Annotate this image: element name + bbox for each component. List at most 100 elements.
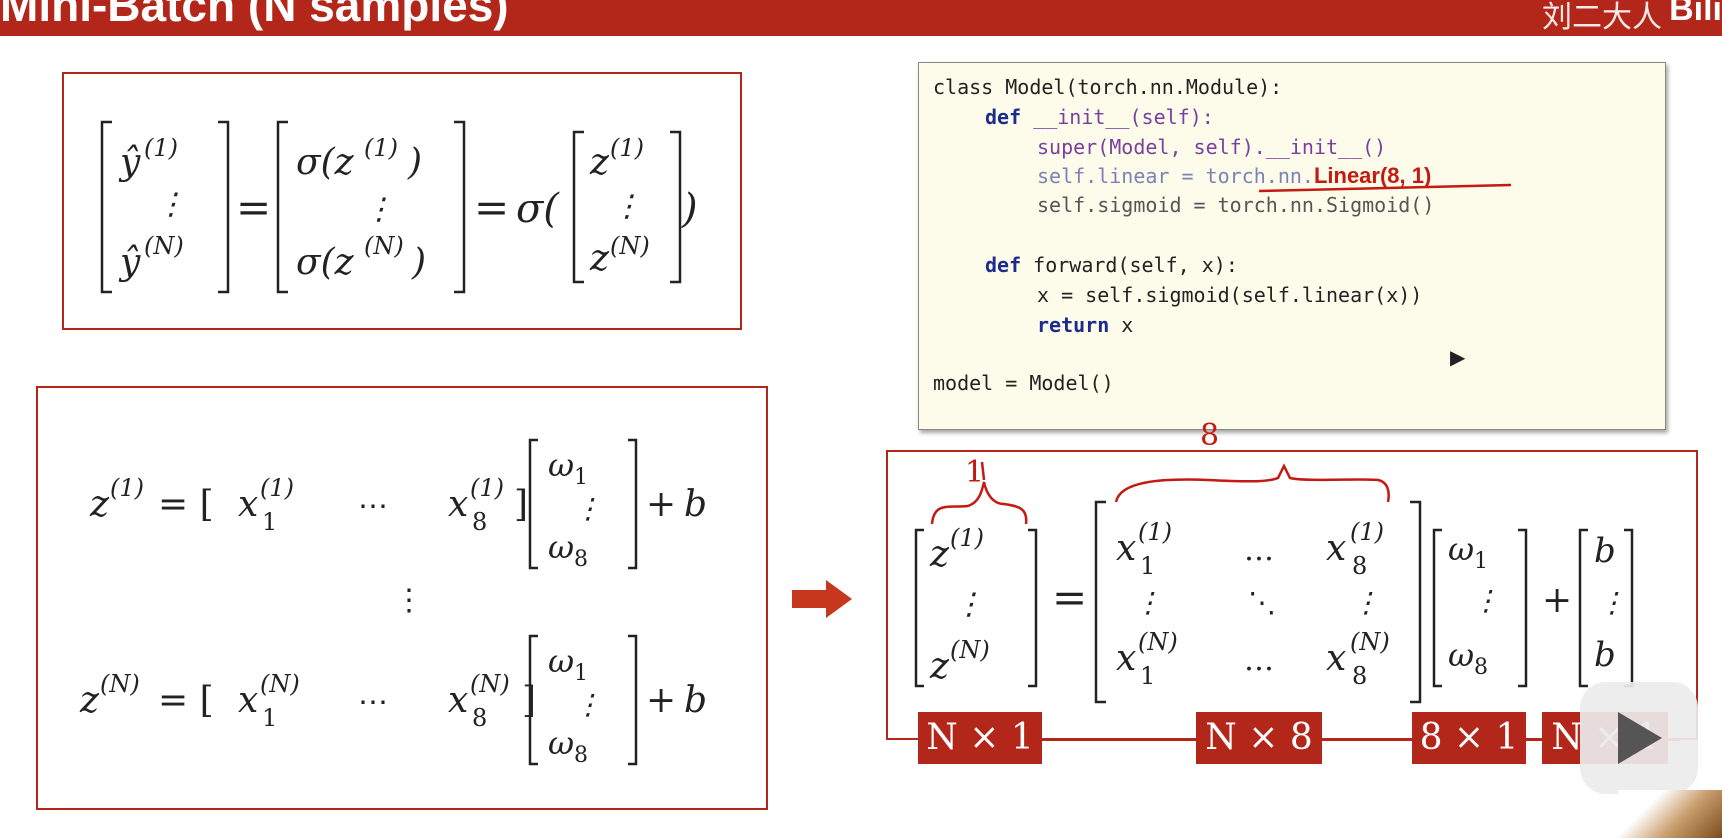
svg-text:(N): (N) [260,670,300,698]
yhat-formula-box: ŷ(1) ⋮ ŷ(N) = σ(z(1)) ⋮ σ(z(N)) = σ( z(1… [62,72,742,330]
svg-text:]: ] [522,680,536,721]
dim-label-w: 8 × 1 [1412,712,1526,764]
svg-text:x: x [448,484,468,525]
svg-text:ω: ω [548,446,574,484]
rows-annotation: 1 [965,455,985,490]
svg-text:+: + [646,680,676,721]
svg-text:ω: ω [1448,636,1474,674]
svg-text:8: 8 [1474,655,1488,680]
dim-label-x: N × 8 [1196,712,1322,764]
code-text: __init__(self): [1021,105,1214,129]
svg-text:(1): (1) [1138,518,1172,546]
svg-text:ω: ω [548,528,574,566]
svg-text:(N): (N) [950,636,990,664]
svg-text:(N): (N) [1350,628,1390,656]
code-text: forward(self, x): [1021,253,1238,277]
svg-text:): ) [407,142,422,183]
code-line-1: class Model(torch.nn.Module): [933,75,1283,99]
svg-text:⋮: ⋮ [1352,586,1380,619]
svg-text:σ(z: σ(z [296,142,355,183]
code-keyword: return [1037,313,1110,337]
svg-text:1: 1 [1140,662,1155,690]
svg-text:8: 8 [1352,662,1367,690]
code-text: x [1109,313,1134,337]
svg-text:⋮: ⋮ [364,192,394,227]
svg-text:8: 8 [472,508,487,536]
svg-text:z: z [79,680,100,721]
svg-text:⋮: ⋮ [612,189,642,224]
code-line-8: return x [1037,313,1133,337]
svg-text:8: 8 [472,704,487,732]
svg-text:x: x [1116,528,1136,569]
code-keyword: def [985,253,1022,277]
svg-text:ŷ: ŷ [118,142,141,183]
svg-text:8: 8 [574,743,588,768]
svg-text:(N): (N) [144,232,184,260]
svg-text:= [: = [ [158,680,214,721]
svg-text:⋮: ⋮ [1598,586,1626,619]
slide-title: Mini-Batch (N samples) [0,0,509,31]
svg-text:]: ] [514,484,528,525]
svg-text:1: 1 [574,465,588,490]
svg-text:b: b [684,680,707,721]
svg-text:(N): (N) [1138,628,1178,656]
svg-text:z: z [929,646,950,687]
cols-annotation: 8 [1200,418,1220,453]
svg-text:x: x [1326,638,1346,679]
svg-text:1: 1 [1140,552,1155,580]
code-line-2: def __init__(self): [985,105,1214,129]
svg-text:⋮: ⋮ [574,688,602,721]
svg-text:z: z [589,238,610,279]
code-line-6: def forward(self, x): [985,253,1238,277]
svg-text:(1): (1) [110,474,144,502]
svg-text:(1): (1) [260,474,294,502]
svg-text:ω: ω [1448,530,1474,568]
svg-text:z: z [589,142,610,183]
svg-text:(1): (1) [470,474,504,502]
svg-text:1: 1 [1474,549,1488,574]
svg-text:b: b [684,484,707,525]
video-corner-thumbnail [1618,790,1722,838]
svg-text:⋮: ⋮ [156,187,186,222]
play-icon[interactable] [1618,712,1662,764]
matrix-formula-box: z(1) ⋮ z(N) = x(1)1 … x(1)8 ⋮⋱⋮ x(N)1 … … [886,450,1698,740]
svg-text:b: b [1594,531,1616,571]
code-line-9: model = Model() [933,371,1114,395]
code-keyword: def [985,105,1022,129]
svg-text:(1): (1) [950,524,984,552]
code-line-7: x = self.sigmoid(self.linear(x)) [1037,283,1423,307]
svg-text:1: 1 [574,661,588,686]
svg-text:=: = [236,183,271,232]
svg-text:(1): (1) [364,134,398,162]
svg-text:8: 8 [1352,552,1367,580]
svg-text:x: x [238,484,258,525]
svg-text:⋮: ⋮ [574,492,602,525]
svg-text:z: z [89,484,110,525]
svg-text:(1): (1) [144,134,178,162]
code-block: class Model(torch.nn.Module): def __init… [918,62,1666,430]
svg-text:σ(z: σ(z [296,242,355,283]
svg-text:z: z [929,534,950,575]
svg-text:⋯: ⋯ [358,685,388,720]
cursor-icon: ▶ [1450,345,1466,369]
right-arrow-icon [792,590,826,608]
svg-text:ω: ω [548,642,574,680]
svg-text:x: x [1116,638,1136,679]
svg-text:(N): (N) [364,232,404,260]
watermark: 刘二大人 [1542,1,1662,34]
yhat-formula: ŷ(1) ⋮ ŷ(N) = σ(z(1)) ⋮ σ(z(N)) = σ( z(1… [100,120,698,294]
svg-text:=: = [1052,573,1087,622]
svg-text:+: + [1542,580,1572,621]
svg-text:): ) [411,242,426,283]
svg-text:1: 1 [262,508,277,536]
svg-text:): ) [681,186,698,232]
svg-text:(1): (1) [1350,518,1384,546]
svg-text:(1): (1) [610,134,644,162]
svg-text:8: 8 [574,547,588,572]
dim-label-z: N × 1 [918,712,1042,764]
svg-text:…: … [1244,643,1274,678]
underline-annotation [1258,183,1512,193]
matrix-formula: z(1) ⋮ z(N) = x(1)1 … x(1)8 ⋮⋱⋮ x(N)1 … … [914,461,1634,704]
